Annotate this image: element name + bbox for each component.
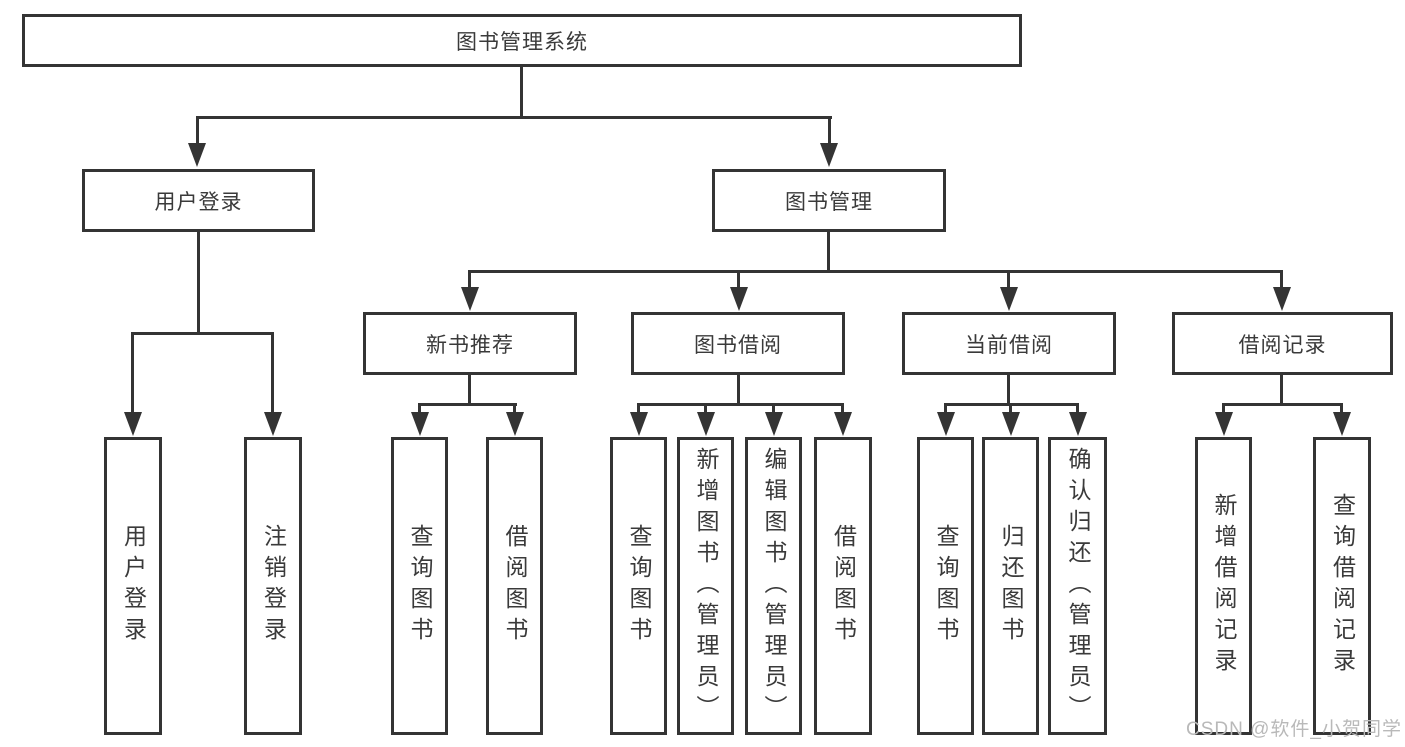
leaf-cb-confirm: 确认归还（管理员） (1048, 437, 1107, 735)
arrow-down-icon (188, 143, 206, 167)
arrow-down-icon (1215, 412, 1233, 436)
arrow-down-icon (1002, 412, 1020, 436)
leaf-br-add: 新增借阅记录 (1195, 437, 1252, 735)
leaf-logout: 注销登录 (244, 437, 302, 735)
arrow-down-icon (834, 412, 852, 436)
node-current-borrow-label: 当前借阅 (965, 333, 1053, 357)
arrow-down-icon (506, 412, 524, 436)
connector-line (944, 405, 947, 415)
arrow-down-icon (1333, 412, 1351, 436)
connector-line (1076, 405, 1079, 415)
leaf-bb-borrow: 借阅图书 (814, 437, 872, 735)
node-root: 图书管理系统 (22, 14, 1022, 67)
connector-line (196, 116, 832, 119)
arrow-down-icon (765, 412, 783, 436)
node-book-mgmt: 图书管理 (712, 169, 946, 232)
connector-line (944, 403, 1079, 406)
leaf-bb-add-label: 新增图书（管理员） (693, 446, 719, 726)
node-current-borrow: 当前借阅 (902, 312, 1116, 375)
arrow-down-icon (937, 412, 955, 436)
connector-line (637, 405, 640, 415)
leaf-logout-label: 注销登录 (260, 524, 287, 648)
connector-line (1280, 272, 1283, 289)
node-new-book-rec-label: 新书推荐 (426, 333, 514, 357)
arrow-down-icon (1273, 287, 1291, 311)
node-book-borrow: 图书借阅 (631, 312, 845, 375)
connector-line (1222, 405, 1225, 415)
connector-line (520, 65, 523, 118)
connector-line (841, 405, 844, 415)
connector-line (1280, 375, 1283, 406)
arrow-down-icon (820, 143, 838, 167)
connector-line (418, 405, 421, 415)
leaf-bb-edit-label: 编辑图书（管理员） (761, 446, 787, 726)
node-user-login: 用户登录 (82, 169, 315, 232)
connector-line (513, 405, 516, 415)
leaf-cb-return: 归还图书 (982, 437, 1039, 735)
connector-line (1222, 403, 1343, 406)
arrow-down-icon (264, 412, 282, 436)
connector-line (197, 232, 200, 335)
leaf-br-add-label: 新增借阅记录 (1211, 493, 1237, 679)
connector-line (828, 118, 831, 146)
leaf-rec-query: 查询图书 (391, 437, 448, 735)
node-user-login-label: 用户登录 (154, 190, 243, 214)
connector-line (737, 375, 740, 406)
leaf-br-query-label: 查询借阅记录 (1329, 493, 1356, 679)
connector-line (1007, 375, 1010, 406)
node-borrow-record: 借阅记录 (1172, 312, 1393, 375)
connector-line (468, 270, 1283, 273)
connector-line (1009, 405, 1012, 415)
leaf-bb-query-label: 查询图书 (626, 524, 652, 648)
arrow-down-icon (1069, 412, 1087, 436)
node-new-book-rec: 新书推荐 (363, 312, 577, 375)
connector-line (131, 334, 134, 415)
leaf-user-login-label: 用户登录 (120, 524, 147, 648)
leaf-user-login: 用户登录 (104, 437, 162, 735)
arrow-down-icon (697, 412, 715, 436)
connector-line (131, 332, 274, 335)
node-book-borrow-label: 图书借阅 (694, 333, 782, 357)
arrow-down-icon (630, 412, 648, 436)
arrow-down-icon (730, 287, 748, 311)
connector-line (468, 272, 471, 289)
connector-line (1007, 272, 1010, 289)
connector-line (827, 232, 830, 273)
connector-line (737, 272, 740, 289)
connector-line (418, 403, 517, 406)
leaf-br-query: 查询借阅记录 (1313, 437, 1371, 735)
connector-line (637, 403, 844, 406)
connector-line (196, 118, 199, 146)
connector-line (468, 375, 471, 406)
connector-line (772, 405, 775, 415)
node-root-label: 图书管理系统 (456, 30, 588, 54)
csdn-watermark: CSDN @软件_小贺同学 (1186, 719, 1402, 740)
leaf-bb-edit: 编辑图书（管理员） (745, 437, 802, 735)
leaf-bb-add: 新增图书（管理员） (677, 437, 734, 735)
leaf-bb-query: 查询图书 (610, 437, 667, 735)
leaf-bb-borrow-label: 借阅图书 (830, 524, 857, 648)
leaf-rec-borrow-label: 借阅图书 (502, 524, 528, 648)
connector-line (704, 405, 707, 415)
leaf-cb-confirm-label: 确认归还（管理员） (1065, 446, 1091, 726)
leaf-cb-query: 查询图书 (917, 437, 974, 735)
connector-line (271, 334, 274, 415)
leaf-rec-borrow: 借阅图书 (486, 437, 543, 735)
arrow-down-icon (461, 287, 479, 311)
leaf-rec-query-label: 查询图书 (407, 524, 433, 648)
connector-line (1340, 405, 1343, 415)
node-borrow-record-label: 借阅记录 (1238, 333, 1327, 357)
arrow-down-icon (124, 412, 142, 436)
leaf-cb-query-label: 查询图书 (933, 524, 959, 648)
arrow-down-icon (411, 412, 429, 436)
node-book-mgmt-label: 图书管理 (785, 190, 873, 214)
leaf-cb-return-label: 归还图书 (998, 524, 1024, 648)
arrow-down-icon (1000, 287, 1018, 311)
